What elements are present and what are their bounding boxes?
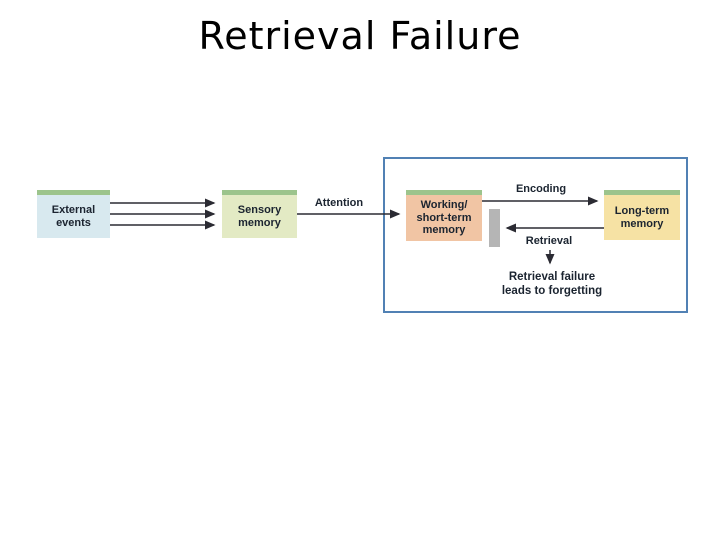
page-title: Retrieval Failure — [198, 14, 522, 58]
box-label-line: events — [56, 216, 91, 229]
box-label-line: Working/ — [420, 198, 468, 211]
attention-label: Attention — [314, 197, 364, 209]
retrieval-failure-note: Retrieval failure leads to forgetting — [481, 271, 623, 299]
box-long-term-memory: Long-term memory — [604, 190, 680, 240]
box-label-line: memory — [422, 224, 466, 237]
box-working-short-term-memory: Working/ short-term memory — [406, 190, 482, 241]
retrieval-blocker-bar — [489, 209, 500, 247]
retrieval-failure-note-line1: Retrieval failure — [508, 271, 596, 283]
retrieval-failure-note-line2: leads to forgetting — [501, 284, 603, 297]
box-label-line: memory — [620, 217, 664, 230]
encoding-label: Encoding — [515, 183, 567, 195]
box-external-events: External events — [37, 190, 110, 238]
box-sensory-memory: Sensory memory — [222, 190, 297, 238]
box-label-line: Sensory — [237, 203, 282, 216]
retrieval-label: Retrieval — [525, 235, 573, 247]
box-label-line: Long-term — [614, 204, 670, 217]
box-label-line: short-term — [416, 211, 472, 224]
box-label-line: memory — [238, 216, 281, 229]
box-label-line: External — [51, 203, 96, 216]
